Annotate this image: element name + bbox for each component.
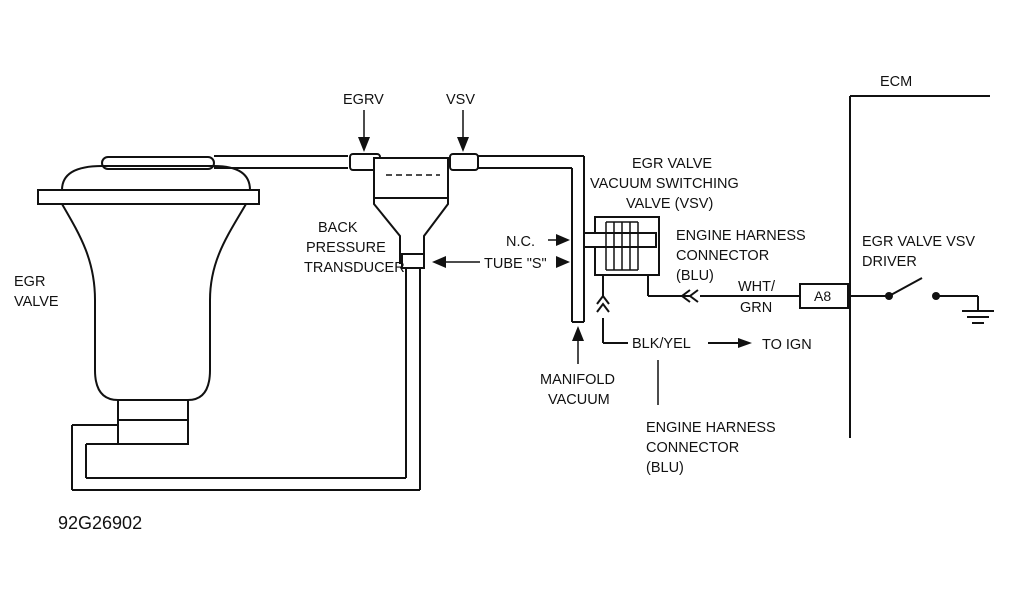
label-bpt-line2: PRESSURE xyxy=(306,240,386,256)
label-connector2-line3: (BLU) xyxy=(646,460,684,476)
vsv-body xyxy=(583,216,660,276)
label-nc: N.C. xyxy=(506,234,535,250)
vsv-connector-wiring xyxy=(596,275,800,348)
label-egr-valve-line1: EGR xyxy=(14,274,45,290)
label-driver-line1: EGR VALVE VSV xyxy=(862,234,975,250)
label-bpt-line3: TRANSDUCER xyxy=(304,260,405,276)
label-tube-s: TUBE "S" xyxy=(484,256,547,272)
egr-valve xyxy=(37,156,260,445)
label-wire-wht-grn-line1: WHT/ xyxy=(738,279,776,295)
label-manifold-line2: VACUUM xyxy=(548,392,610,408)
exhaust-pressure-tube xyxy=(71,268,421,491)
ecm-pin-a8-box xyxy=(799,283,849,309)
vsv-driver-switch xyxy=(850,277,994,324)
label-bpt-line1: BACK xyxy=(318,220,358,236)
label-vsv-title-line2: VACUUM SWITCHING xyxy=(590,176,739,192)
label-ecm: ECM xyxy=(880,74,912,90)
label-vsv-title-line3: VALVE (VSV) xyxy=(626,196,713,212)
label-connector1-line1: ENGINE HARNESS xyxy=(676,228,806,244)
label-egr-valve-line2: VALVE xyxy=(14,294,59,310)
label-vsv-title-line1: EGR VALVE xyxy=(632,156,712,172)
label-manifold-line1: MANIFOLD xyxy=(540,372,615,388)
label-connector2-line1: ENGINE HARNESS xyxy=(646,420,776,436)
label-wire-blk-yel: BLK/YEL xyxy=(632,336,691,352)
label-pin-a8: A8 xyxy=(814,288,831,304)
label-to-ign: TO IGN xyxy=(762,337,812,353)
label-connector1-line2: CONNECTOR xyxy=(676,248,769,264)
ecm-boundary xyxy=(849,95,990,438)
label-driver-line2: DRIVER xyxy=(862,254,917,270)
pointer-arrows xyxy=(358,110,659,405)
label-vsv: VSV xyxy=(446,92,475,108)
label-connector1-line3: (BLU) xyxy=(676,268,714,284)
figure-code: 92G26902 xyxy=(58,513,142,533)
label-wire-wht-grn-line2: GRN xyxy=(740,300,772,316)
back-pressure-transducer xyxy=(373,157,449,269)
vsv-fitting xyxy=(449,153,479,171)
label-egrv: EGRV xyxy=(343,92,384,108)
label-connector2-line2: CONNECTOR xyxy=(646,440,739,456)
